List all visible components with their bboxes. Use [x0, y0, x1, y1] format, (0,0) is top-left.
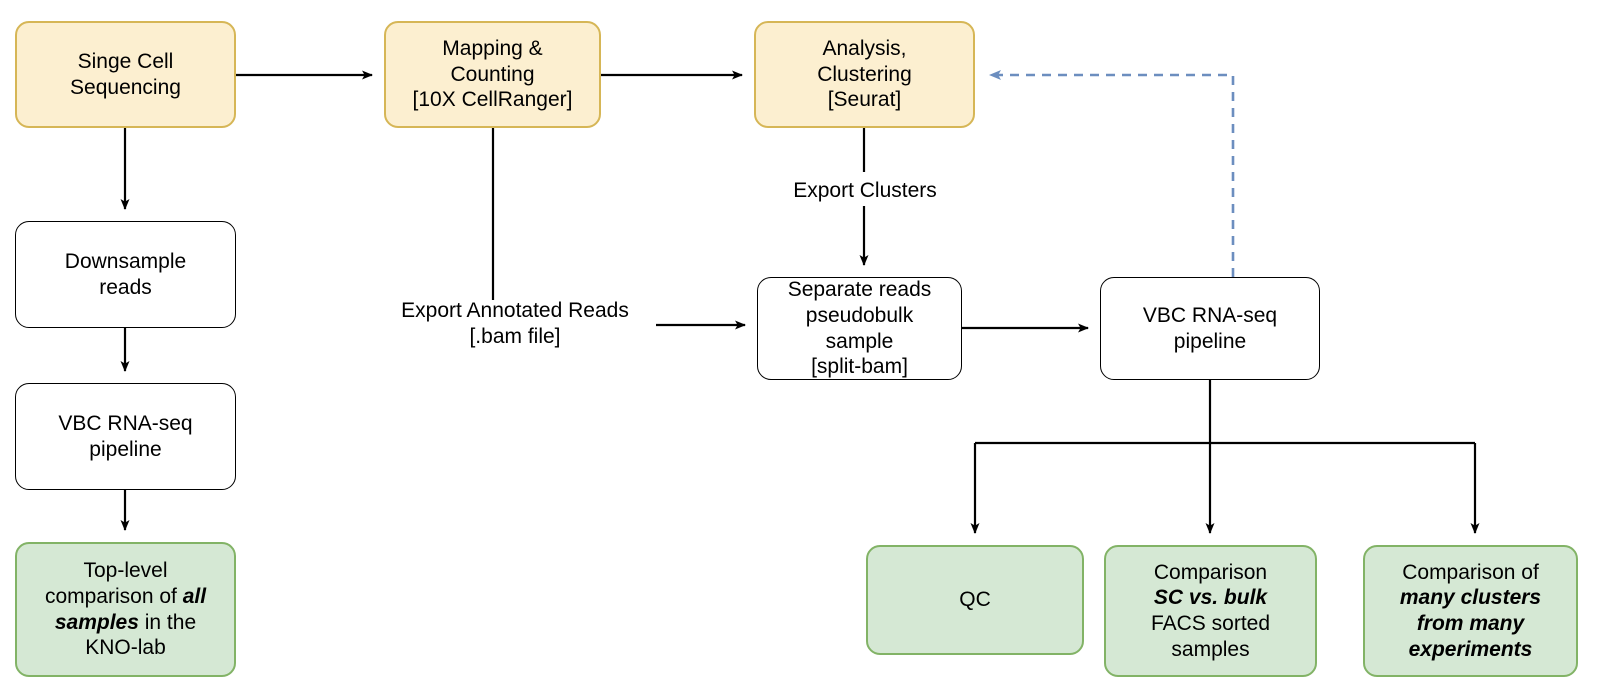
node-label: Mapping &Counting[10X CellRanger] [412, 37, 573, 112]
node-label: QC [959, 588, 991, 612]
edge-label-export-clusters: Export Clusters [793, 179, 937, 202]
node-mapping-counting[interactable]: Mapping &Counting[10X CellRanger] [384, 21, 601, 128]
node-qc[interactable]: QC [866, 545, 1084, 655]
edge-vbc-right-to-analysis-feedback [989, 70, 1235, 277]
edge-label-export-annotated-reads: Export Annotated Reads[.bam file] [401, 299, 629, 348]
node-analysis-clustering[interactable]: Analysis,Clustering[Seurat] [754, 21, 975, 128]
node-label: Analysis,Clustering[Seurat] [817, 37, 912, 112]
edge-vbc-right-fanout [970, 380, 1480, 534]
